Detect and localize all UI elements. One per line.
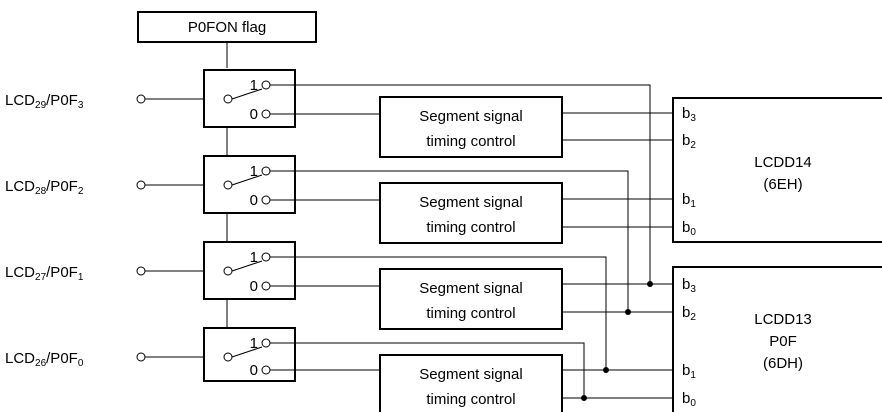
switch-input-0-label: 0 — [250, 278, 258, 295]
switch-input-1-label: 1 — [250, 335, 258, 352]
reg14-name: LCDD14 — [754, 154, 812, 171]
switch-input-1-label: 1 — [250, 77, 258, 94]
register-lcdd13 — [672, 266, 882, 412]
switch-box — [203, 327, 296, 382]
switch-input-0-label: 0 — [250, 192, 258, 209]
timing-control-box — [379, 268, 563, 330]
pin-label-lcd28: LCD28/P0F2 — [5, 178, 84, 197]
timing-control-box — [379, 96, 563, 158]
reg14-bit-b2: b2 — [682, 132, 696, 151]
reg14-address: (6EH) — [763, 176, 802, 193]
switch-arm — [231, 174, 263, 186]
switch-input-1-label: 1 — [250, 249, 258, 266]
register-lcdd14 — [672, 97, 882, 243]
switch-terminal-1 — [261, 80, 271, 90]
switch-box — [203, 69, 296, 128]
timing-control-line1: Segment signal — [419, 280, 522, 297]
switch-terminal-0 — [261, 195, 271, 205]
timing-control-box — [379, 182, 563, 244]
timing-control-line2: timing control — [426, 305, 515, 322]
reg13-address: (6DH) — [763, 355, 803, 372]
switch-terminal-0 — [261, 365, 271, 375]
timing-control-box — [379, 354, 563, 412]
pin-label-lcd26: LCD26/P0F0 — [5, 350, 84, 369]
switch-box — [203, 241, 296, 300]
switch-arm — [231, 346, 263, 358]
pin-label-lcd29: LCD29/P0F3 — [5, 92, 84, 111]
reg14-bit-b0: b0 — [682, 219, 696, 238]
junction-dot — [625, 309, 631, 315]
switch-terminal-1 — [261, 166, 271, 176]
timing-control-line2: timing control — [426, 219, 515, 236]
reg13-bit-b2: b2 — [682, 304, 696, 323]
switch-arm — [231, 260, 263, 272]
timing-control-line2: timing control — [426, 391, 515, 408]
timing-control-line1: Segment signal — [419, 194, 522, 211]
switch-terminal-0 — [261, 109, 271, 119]
timing-control-line2: timing control — [426, 133, 515, 150]
reg13-port: P0F — [769, 333, 797, 350]
pin-terminal — [136, 352, 146, 362]
switch-input-0-label: 0 — [250, 106, 258, 123]
p0fon-flag-label: P0FON flag — [188, 19, 266, 36]
timing-control-line1: Segment signal — [419, 366, 522, 383]
timing-control-line1: Segment signal — [419, 108, 522, 125]
reg13-name: LCDD13 — [754, 311, 812, 328]
switch-arm — [231, 88, 263, 100]
switch-box — [203, 155, 296, 214]
pin-terminal — [136, 94, 146, 104]
switch-pivot — [223, 180, 233, 190]
pin-terminal — [136, 180, 146, 190]
switch-pivot — [223, 94, 233, 104]
reg13-bit-b1: b1 — [682, 362, 696, 381]
pin-label-lcd27: LCD27/P0F1 — [5, 264, 84, 283]
pin-terminal — [136, 266, 146, 276]
switch-terminal-0 — [261, 281, 271, 291]
switch-terminal-1 — [261, 338, 271, 348]
junction-dot — [647, 281, 653, 287]
reg14-bit-b3: b3 — [682, 105, 696, 124]
switch-input-0-label: 0 — [250, 362, 258, 379]
switch-pivot — [223, 352, 233, 362]
reg14-bit-b1: b1 — [682, 191, 696, 210]
junction-dot — [603, 367, 609, 373]
junction-dot — [581, 395, 587, 401]
reg13-bit-b0: b0 — [682, 390, 696, 409]
switch-pivot — [223, 266, 233, 276]
switch-input-1-label: 1 — [250, 163, 258, 180]
reg13-bit-b3: b3 — [682, 276, 696, 295]
switch-terminal-1 — [261, 252, 271, 262]
